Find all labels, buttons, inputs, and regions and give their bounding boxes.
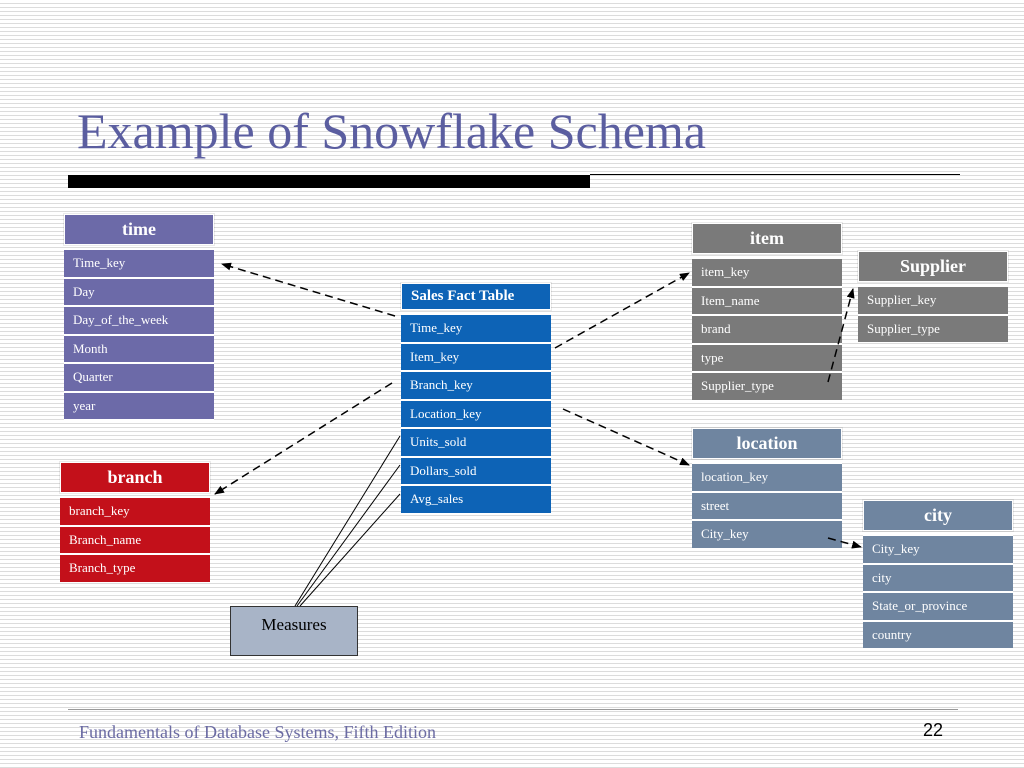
table-header-supplier: Supplier	[858, 251, 1008, 282]
table-header-sales-fact: Sales Fact Table	[401, 283, 551, 310]
measures-line-avg	[299, 493, 401, 607]
field-brand: brand	[692, 315, 842, 344]
field-sales-item-key: Item_key	[401, 342, 551, 371]
table-header-item: item	[692, 223, 842, 254]
field-year: year	[64, 391, 214, 420]
field-sales-branch-key: Branch_key	[401, 371, 551, 400]
field-city-key: City_key	[863, 535, 1013, 564]
field-state-or-province: State_or_province	[863, 592, 1013, 621]
slide-title: Example of Snowflake Schema	[77, 103, 706, 159]
table-supplier: Supplier Supplier_key Supplier_type	[858, 251, 1008, 343]
arrow-sales-to-item	[554, 272, 690, 349]
field-branch-key: branch_key	[60, 497, 210, 526]
field-sales-time-key: Time_key	[401, 314, 551, 343]
field-item-supplier-type: Supplier_type	[692, 372, 842, 401]
field-type: type	[692, 343, 842, 372]
title-rule	[68, 175, 590, 188]
field-city: city	[863, 563, 1013, 592]
table-branch: branch branch_key Branch_name Branch_typ…	[60, 462, 210, 583]
measures-box: Measures	[230, 606, 358, 656]
field-supplier-type: Supplier_type	[858, 314, 1008, 343]
field-item-key: item_key	[692, 258, 842, 287]
table-sales-fact: Sales Fact Table Time_key Item_key Branc…	[401, 283, 551, 514]
field-avg-sales: Avg_sales	[401, 485, 551, 514]
field-branch-type: Branch_type	[60, 554, 210, 583]
field-location-key: location_key	[692, 463, 842, 492]
footer-rule	[68, 709, 958, 710]
field-day-of-week: Day_of_the_week	[64, 306, 214, 335]
field-sales-location-key: Location_key	[401, 399, 551, 428]
field-units-sold: Units_sold	[401, 428, 551, 457]
field-street: street	[692, 491, 842, 520]
table-item: item item_key Item_name brand type Suppl…	[692, 223, 842, 401]
field-branch-name: Branch_name	[60, 525, 210, 554]
arrow-sales-to-time	[221, 262, 396, 317]
arrow-sales-to-branch	[214, 382, 393, 495]
table-time: time Time_key Day Day_of_the_week Month …	[64, 214, 214, 420]
field-dollars-sold: Dollars_sold	[401, 456, 551, 485]
field-time-key: Time_key	[64, 249, 214, 278]
footer-text: Fundamentals of Database Systems, Fifth …	[79, 722, 436, 742]
arrow-sales-to-location	[562, 408, 690, 466]
field-item-name: Item_name	[692, 286, 842, 315]
measures-line-dollars	[296, 464, 401, 607]
field-location-city-key: City_key	[692, 520, 842, 549]
field-country: country	[863, 620, 1013, 649]
table-header-time: time	[64, 214, 214, 245]
table-location: location location_key street City_key	[692, 428, 842, 549]
table-header-location: location	[692, 428, 842, 459]
field-month: Month	[64, 334, 214, 363]
field-supplier-key: Supplier_key	[858, 286, 1008, 315]
field-day: Day	[64, 277, 214, 306]
table-header-city: city	[863, 500, 1013, 531]
title-rule-thin	[590, 174, 960, 175]
measures-line-units	[294, 435, 401, 607]
table-header-branch: branch	[60, 462, 210, 493]
page-number: 22	[923, 720, 944, 740]
table-city: city City_key city State_or_province cou…	[863, 500, 1013, 649]
field-quarter: Quarter	[64, 363, 214, 392]
